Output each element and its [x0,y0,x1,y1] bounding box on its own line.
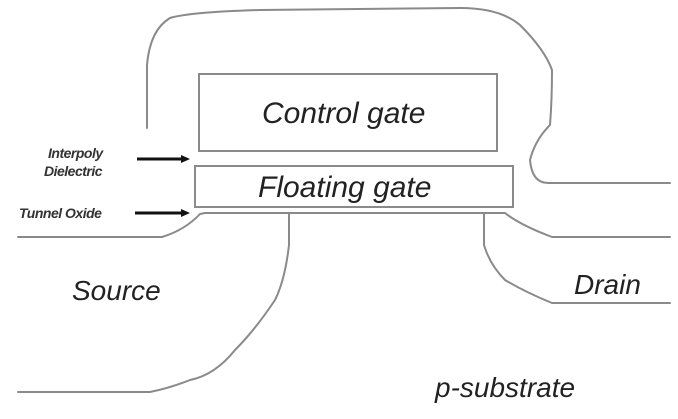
tunnel-oxide-arrowhead-icon [181,209,190,217]
drain-junction [483,213,671,304]
interpoly-label-line1: Interpoly [48,145,103,161]
control-gate-label: Control gate [262,97,426,130]
interpoly-label-line2: Dielectric [44,163,103,179]
floating-gate-box [194,165,514,208]
floating-gate-label: Floating gate [258,171,432,204]
gate-envelope-outline [146,7,671,184]
source-junction [17,213,290,393]
substrate-label: p-substrate [435,372,576,403]
drain-label: Drain [574,269,641,300]
control-gate-box [198,73,498,152]
tunnel-oxide-label: Tunnel Oxide [19,205,102,221]
source-label: Source [72,275,161,306]
tunnel-oxide-line [17,212,671,238]
interpoly-arrowhead-icon [181,155,190,163]
